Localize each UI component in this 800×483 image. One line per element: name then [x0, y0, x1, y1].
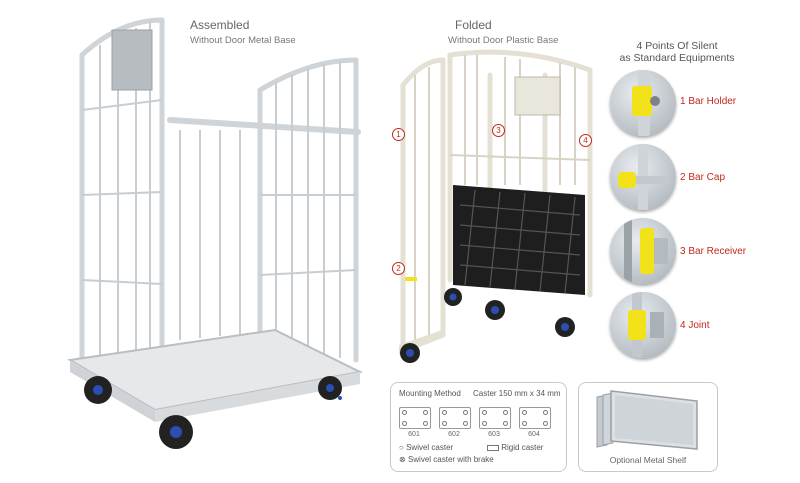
mounting-method-panel: Mounting Method Caster 150 mm x 34 mm 60…	[390, 382, 567, 472]
metal-shelf-image	[596, 390, 698, 450]
assembled-subtitle: Without Door Metal Base	[190, 35, 296, 46]
mount-plate-601	[399, 407, 431, 429]
folded-subtitle: Without Door Plastic Base	[448, 35, 559, 46]
legend-rigid: Rigid caster	[487, 443, 543, 452]
legend-brake: ⊗ Swivel caster with brake	[399, 455, 494, 464]
shelf-caption: Optional Metal Shelf	[609, 455, 687, 465]
folded-title: Folded	[455, 18, 492, 32]
optional-shelf-panel: Optional Metal Shelf	[578, 382, 718, 472]
point-2-label: 2 Bar Cap	[680, 172, 726, 183]
callout-1: 1	[392, 128, 405, 141]
plate-label-604: 604	[528, 431, 540, 438]
caster-size: Caster 150 mm x 34 mm	[473, 389, 561, 398]
joint-photo	[610, 292, 676, 358]
mounting-title: Mounting Method	[399, 389, 461, 398]
plate-label-601: 601	[408, 431, 420, 438]
assembled-cart-image	[67, 17, 364, 449]
callout-3: 3	[492, 124, 505, 137]
legend-swivel: ○ Swivel caster	[399, 443, 454, 452]
mount-plate-604	[519, 407, 551, 429]
folded-cart-image	[399, 49, 593, 363]
points-heading-line-1: 4 Points Of Silent	[636, 40, 718, 52]
callout-4: 4	[579, 134, 592, 147]
plate-label-603: 603	[488, 431, 500, 438]
point-1-label: 1 Bar Holder	[680, 96, 737, 107]
rigid-symbol-icon	[487, 444, 499, 451]
bar-holder-photo	[610, 70, 676, 136]
points-heading: 4 Points Of Silent as Standard Equipment…	[612, 40, 742, 64]
point-4-label: 4 Joint	[680, 320, 710, 331]
swivel-symbol-icon: ○	[399, 443, 404, 452]
points-heading-line-2: as Standard Equipments	[619, 52, 735, 64]
mount-plate-602	[439, 407, 471, 429]
assembled-title: Assembled	[190, 18, 250, 32]
mount-plate-603	[479, 407, 511, 429]
brake-symbol-icon: ⊗	[399, 455, 406, 464]
plate-label-602: 602	[448, 431, 460, 438]
bar-receiver-photo	[610, 218, 676, 284]
point-3-label: 3 Bar Receiver	[680, 246, 747, 257]
bar-cap-photo	[610, 144, 676, 210]
callout-2: 2	[392, 262, 405, 275]
